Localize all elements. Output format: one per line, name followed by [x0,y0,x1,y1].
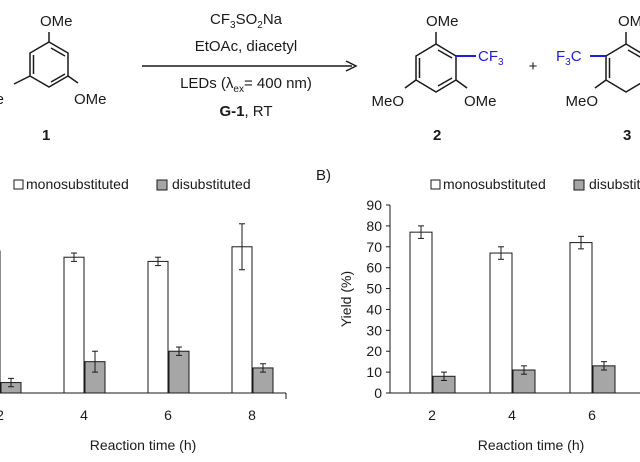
compound-3-structure [590,32,640,93]
chart-a-bar-di [168,350,190,394]
condition-label: , RT [244,103,272,120]
reaction-arrow-head [345,60,358,72]
compound-2-structure [404,32,476,93]
chart-b-xtick-label: 2 [428,407,436,423]
legend-label-mono-a: monosubstituted [26,176,129,192]
legend-panel-a: monosubstituted disubstituted [13,176,251,192]
chart-b-ytick-label: 0 [374,385,382,401]
compound-3-ome-top: OMe [618,13,640,30]
compound-2-ome-top: OMe [426,13,459,30]
legend-swatch-di-a [156,179,168,191]
chart-b-bar-mono [569,242,593,394]
chart-b-xtick-label: 4 [508,407,516,423]
legend-swatch-di-b [573,179,585,191]
reagent-line-1: CF3SO2Na [210,11,283,31]
reaction-scheme [13,32,640,93]
chart-b-ytick-label: 90 [366,197,382,213]
compound-1-ome-left: OMe [0,91,4,108]
reagent-line-4: G-1, RT [219,103,272,120]
chart-b-bar-mono [409,231,433,394]
chart-a-bar-mono [147,260,169,394]
chart-a-xtick-label: 2 [0,407,4,423]
legend-swatch-mono-b [430,179,441,190]
chart-b-ytick-label: 20 [366,343,382,359]
reagent-line-3: LEDs (λex= 400 nm) [180,75,312,95]
legend-label-di-a: disubstituted [172,176,251,192]
compound-2-meo: MeO [371,93,404,110]
panel-b-letter: B) [316,167,331,184]
legend-swatch-mono-a [13,179,24,190]
chart-b-ytick-label: 70 [366,239,382,255]
chart-a-xlabel: Reaction time (h) [90,437,197,453]
chart-b-ytick-label: 50 [366,281,382,297]
legend-label-mono-b: monosubstituted [443,176,546,192]
compound-3-f3c: F3C [556,48,582,68]
chart-a-xtick-label: 4 [80,407,88,423]
plus-sign: + [529,58,538,75]
chart-b-ytick-label: 60 [366,260,382,276]
chart-b-ylabel: Yield (%) [338,271,354,327]
chart-b-xlabel: Reaction time (h) [478,437,585,453]
chart-a-bar-mono [63,256,85,394]
chart-a-xtick-label: 6 [164,407,172,423]
compound-1-ome-right: OMe [74,91,107,108]
compound-3-meo: MeO [565,93,598,110]
reaction-scheme-text: OMe OMe OMe 1 CF3SO2Na EtOAc, diacetyl L… [0,11,640,144]
chart-a-xtick-label: 8 [248,407,256,423]
reagent-line-2: EtOAc, diacetyl [195,38,298,55]
legend-panel-b: monosubstituted disubstituted [430,176,640,192]
chart-b-ytick-label: 80 [366,218,382,234]
compound-2-label: 2 [433,127,441,144]
chart-b-ytick-label: 10 [366,364,382,380]
chart-panel-a: 2 4 6 8 Reaction time (h) [0,223,287,453]
compound-2-ome-bottom: OMe [464,93,497,110]
catalyst-label: G-1 [219,103,244,120]
compound-1-ome-top: OMe [40,13,73,30]
compound-3-label: 3 [623,127,631,144]
compound-2-cf3: CF3 [478,48,504,68]
legend-label-di-b: disubstituted [589,176,640,192]
compound-1-structure [13,32,79,88]
chart-b-ytick-label: 30 [366,322,382,338]
chart-b-xtick-label: 6 [588,407,596,423]
compound-1-label: 1 [42,127,50,144]
chart-b-ytick-label: 40 [366,301,382,317]
chart-b-bar-mono [489,252,513,394]
